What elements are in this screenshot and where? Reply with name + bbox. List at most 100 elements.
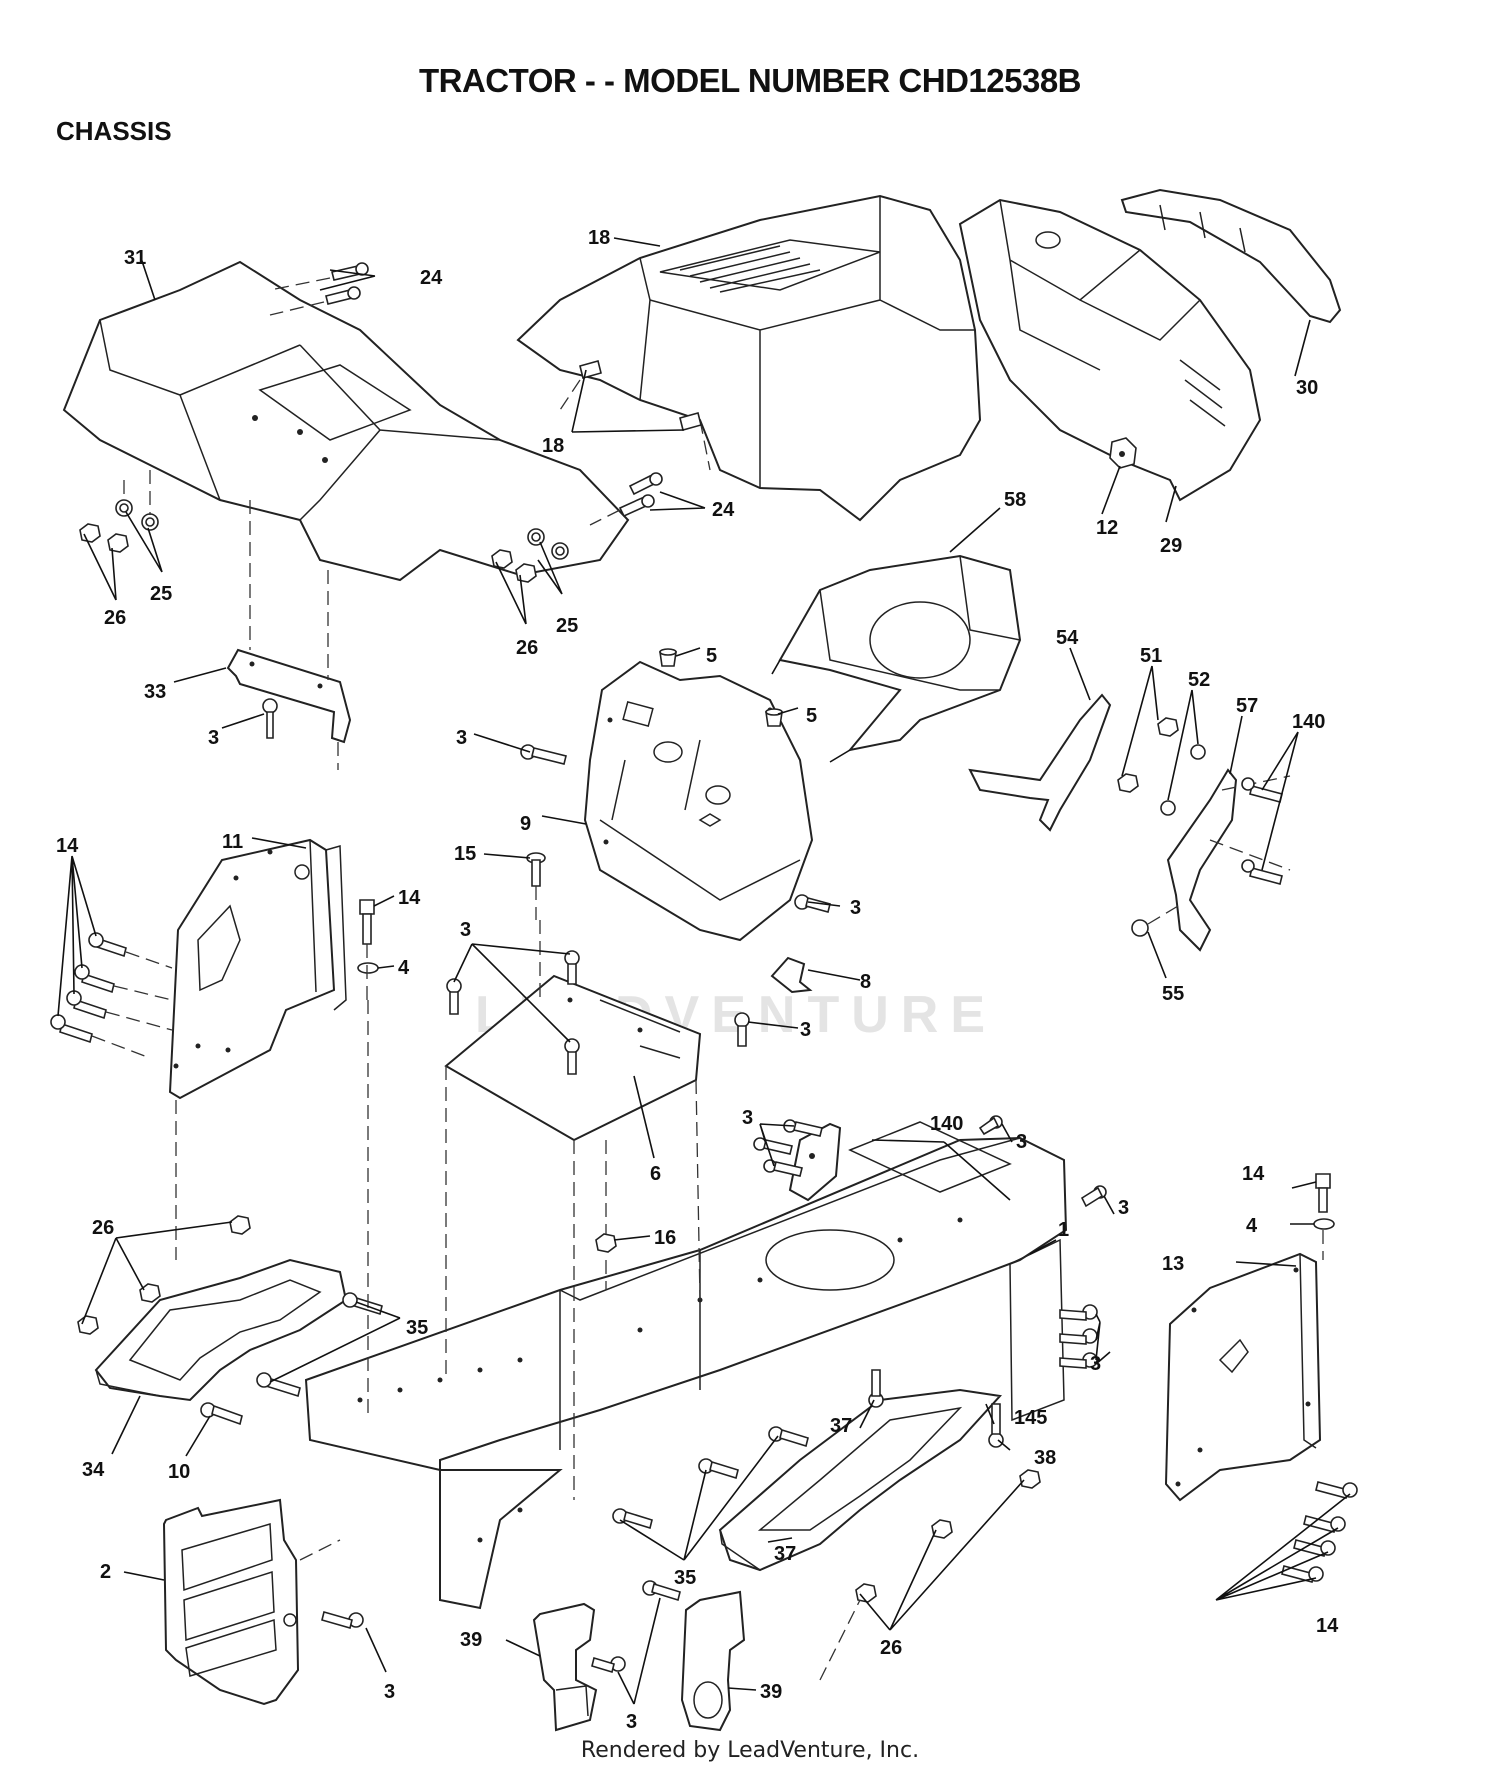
callout-3-clip[interactable]: 3 [800, 1019, 811, 1041]
callout-6[interactable]: 6 [650, 1163, 661, 1185]
bolts-24-upper[interactable] [269, 262, 369, 316]
part-11-left-side-panel[interactable] [168, 838, 347, 1100]
callout-3-lower[interactable]: 3 [626, 1711, 637, 1733]
callout-14-left[interactable]: 14 [56, 835, 79, 857]
nuts-26-left[interactable] [77, 1215, 251, 1335]
callout-26-right[interactable]: 26 [516, 637, 538, 659]
nut-16[interactable] [595, 1140, 617, 1253]
callout-37-left[interactable]: 37 [830, 1415, 852, 1437]
part-30-rear-fender[interactable] [62, 260, 630, 582]
callout-52[interactable]: 52 [1188, 669, 1210, 691]
callout-8[interactable]: 8 [860, 971, 871, 993]
bolt-14-washer-4[interactable] [357, 899, 379, 1000]
bolt-10[interactable] [200, 1402, 243, 1426]
part-17-hood[interactable] [516, 194, 982, 522]
callout-35-lower[interactable]: 35 [674, 1567, 696, 1589]
part-2-front-plate[interactable] [162, 1498, 300, 1706]
nuts-washers-51-52[interactable] [1117, 717, 1206, 816]
bolts-24-lower[interactable] [589, 472, 663, 526]
bolt-15[interactable] [526, 852, 546, 920]
callout-3-140[interactable]: 3 [1016, 1131, 1027, 1153]
callout-9[interactable]: 9 [520, 813, 531, 835]
callout-25-right[interactable]: 25 [556, 615, 578, 637]
part-33-step[interactable] [94, 1258, 348, 1402]
callout-140[interactable]: 140 [930, 1113, 963, 1135]
part-29-lens[interactable] [1120, 188, 1342, 324]
part-13-right-side-panel[interactable] [1164, 1252, 1322, 1502]
part-140-bracket[interactable] [788, 1122, 842, 1202]
bolts-57[interactable] [1241, 777, 1283, 885]
callout-53[interactable]: 54 [1056, 627, 1079, 649]
callout-13[interactable]: 13 [1162, 1253, 1184, 1275]
callout-5-side[interactable]: 5 [806, 705, 817, 727]
callout-14-right-top[interactable]: 14 [1242, 1163, 1265, 1185]
bolt-3-bracket[interactable] [262, 698, 278, 739]
callout-55[interactable]: 57 [1236, 695, 1258, 717]
callout-4-mid[interactable]: 4 [398, 957, 410, 979]
callout-3-panel[interactable]: 3 [456, 727, 467, 749]
callout-51[interactable]: 51 [1140, 645, 1162, 667]
callout-3-bracket[interactable]: 3 [208, 727, 219, 749]
callout-33[interactable]: 34 [82, 1459, 105, 1481]
bolt-14-washer-4-right[interactable] [1313, 1173, 1335, 1260]
callout-24-lower[interactable]: 24 [712, 499, 735, 521]
part-39-bracket[interactable] [680, 1590, 746, 1732]
part-31-bracket[interactable] [226, 500, 352, 770]
callout-145[interactable]: 145 [1014, 1407, 1047, 1429]
callout-18[interactable]: 18 [542, 435, 564, 457]
callout-34[interactable]: 37 [774, 1543, 796, 1565]
callout-30[interactable]: 31 [124, 247, 146, 269]
part-8-clip[interactable] [770, 956, 813, 994]
nuts-26-right[interactable] [855, 1469, 1041, 1603]
bolt-3-dash[interactable] [794, 894, 831, 913]
bolts-3-plate[interactable] [446, 950, 750, 1075]
callout-2[interactable]: 2 [100, 1561, 111, 1583]
bolt-3-front[interactable] [321, 1611, 364, 1629]
callout-57[interactable]: 140 [1292, 711, 1325, 733]
callout-58[interactable]: 58 [1004, 489, 1026, 511]
callout-3-frame-top[interactable]: 3 [742, 1107, 753, 1129]
callout-28[interactable]: 29 [1160, 535, 1182, 557]
callout-26-left[interactable]: 26 [104, 607, 126, 629]
callout-11[interactable]: 11 [222, 831, 243, 853]
callout-14-right-bottom[interactable]: 14 [1316, 1615, 1339, 1637]
callout-39[interactable]: 39 [760, 1681, 782, 1703]
part-1-frame[interactable] [304, 1121, 1068, 1610]
callout-29[interactable]: 30 [1296, 377, 1318, 399]
callout-3-side[interactable]: 3 [1090, 1353, 1101, 1375]
part-34-step[interactable] [718, 1388, 1002, 1572]
bolts-3-lower[interactable] [591, 1580, 681, 1674]
bolts-35-lower[interactable] [612, 1426, 809, 1530]
bolt-54[interactable] [1131, 905, 1179, 937]
part-28-grille[interactable] [958, 198, 1262, 502]
callout-12[interactable]: 12 [1096, 517, 1118, 539]
callout-31[interactable]: 33 [144, 681, 166, 703]
callout-26-step[interactable]: 26 [92, 1217, 114, 1239]
bolts-37-145[interactable] [868, 1369, 1004, 1448]
callout-24-upper[interactable]: 24 [420, 267, 443, 289]
bolts-3-right-frame[interactable] [1059, 1304, 1098, 1369]
part-12-clip[interactable] [1109, 437, 1137, 469]
nuts-washers-left[interactable] [79, 470, 159, 553]
bolts-14-left[interactable] [50, 932, 173, 1059]
callout-15[interactable]: 15 [454, 843, 476, 865]
callout-3-frame-right[interactable]: 3 [1118, 1197, 1129, 1219]
part-58-dash-shroud[interactable] [771, 554, 1022, 763]
part-55-bracket[interactable] [1166, 768, 1291, 952]
callout-17[interactable]: 18 [588, 227, 610, 249]
part-9-dash-panel[interactable] [583, 660, 814, 942]
bolts-14-right[interactable] [1281, 1481, 1358, 1583]
bolt-3-panel[interactable] [520, 744, 567, 765]
callout-1[interactable]: 1 [1058, 1219, 1069, 1241]
callout-26-lower[interactable]: 26 [880, 1637, 902, 1659]
callout-4-right[interactable]: 4 [1246, 1215, 1258, 1237]
callout-3-dash[interactable]: 3 [850, 897, 861, 919]
callout-3-front[interactable]: 3 [384, 1681, 395, 1703]
callout-54[interactable]: 55 [1162, 983, 1184, 1005]
callout-37-right[interactable]: 38 [1034, 1447, 1056, 1469]
bushings-5[interactable] [659, 648, 783, 727]
part-53-bracket[interactable] [968, 693, 1112, 832]
callout-10[interactable]: 10 [168, 1461, 190, 1483]
callout-25-left[interactable]: 25 [150, 583, 172, 605]
callout-3-plate[interactable]: 3 [460, 919, 471, 941]
